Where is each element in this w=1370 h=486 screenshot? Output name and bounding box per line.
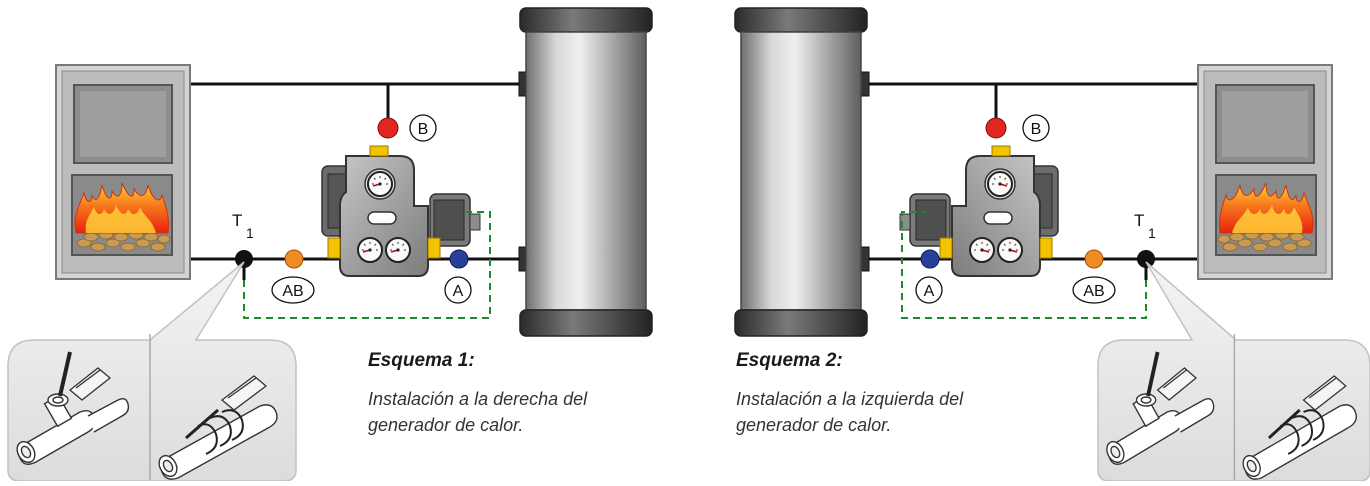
port-b-marker-2	[985, 117, 1007, 139]
svg-text:T: T	[232, 211, 242, 230]
scheme-2-desc-line1: Instalación a la izquierda del	[736, 389, 964, 409]
port-b-marker	[377, 117, 399, 139]
boiler-icon	[55, 64, 191, 280]
label-b: B	[409, 114, 437, 142]
svg-text:AB: AB	[1083, 283, 1104, 300]
sensor-cable	[243, 211, 491, 319]
svg-text:B: B	[1031, 121, 1042, 138]
scheme-1-desc-line1: Instalación a la derecha del	[368, 389, 588, 409]
port-ab-marker-2	[1084, 249, 1104, 269]
boiler-icon-2	[1197, 64, 1333, 280]
label-ab-2: AB	[1072, 276, 1116, 304]
label-a-2: A	[915, 276, 943, 304]
storage-tank-icon-2	[734, 7, 868, 337]
scheme-2-desc-line2: generador de calor.	[736, 415, 892, 435]
storage-tank-icon	[519, 7, 653, 337]
port-a-marker-2	[920, 249, 940, 269]
scheme-1-description: Instalación a la derecha del generador d…	[368, 386, 678, 438]
svg-text:B: B	[418, 121, 429, 138]
sensor-t1-point-2	[1137, 250, 1155, 268]
label-t1: T 1	[232, 211, 254, 241]
svg-text:1: 1	[1148, 225, 1156, 241]
scheme-2: B AB A T 1	[734, 7, 1370, 482]
label-t1-2: T 1	[1134, 211, 1156, 241]
scheme-2-title: Esquema 2:	[736, 350, 843, 371]
svg-text:1: 1	[246, 225, 254, 241]
label-ab: AB	[271, 276, 315, 304]
label-a: A	[444, 276, 472, 304]
scheme-2-description: Instalación a la izquierda del generador…	[736, 386, 1056, 438]
port-ab-marker	[284, 249, 304, 269]
svg-text:T: T	[1134, 211, 1144, 230]
sensor-t1-point	[235, 250, 253, 268]
label-b-2: B	[1022, 114, 1050, 142]
svg-text:AB: AB	[282, 283, 303, 300]
sensor-cable-2	[901, 211, 1147, 319]
port-a-marker	[449, 249, 469, 269]
scheme-1: B AB A T 1	[7, 7, 653, 482]
svg-text:A: A	[453, 283, 464, 300]
scheme-1-desc-line2: generador de calor.	[368, 415, 524, 435]
svg-text:A: A	[924, 283, 935, 300]
scheme-1-title: Esquema 1:	[368, 350, 475, 371]
